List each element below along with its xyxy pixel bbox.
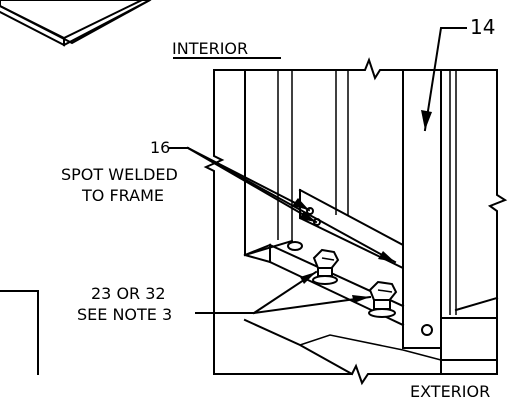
top-left-plate: [0, 0, 152, 47]
vertical-post-14: [402, 69, 499, 375]
arrowhead-icon: [352, 295, 370, 303]
frame-box: [203, 57, 508, 386]
interior-label: INTERIOR: [172, 39, 248, 58]
interior-label-group: INTERIOR: [172, 39, 281, 59]
left-panel-outline: [0, 290, 39, 375]
spot-welded-label-line2: TO FRAME: [81, 186, 164, 205]
callout-16: 16 SPOT WELDED TO FRAME: [61, 138, 397, 264]
arrowhead-icon: [292, 198, 309, 210]
bolt-top: [312, 248, 340, 285]
slot-hole-icon: [287, 241, 303, 251]
bolt-label-line2: SEE NOTE 3: [77, 305, 172, 324]
arrowhead-icon: [421, 110, 432, 130]
bolt-label-line1: 23 OR 32: [91, 284, 166, 303]
arrowhead-icon: [378, 251, 395, 262]
bolt-top-washer: [317, 267, 333, 277]
post-screw-icon: [421, 324, 433, 336]
callout-bolts: 23 OR 32 SEE NOTE 3: [77, 270, 372, 324]
bolt-bottom: [368, 280, 398, 318]
spot-welded-label-line1: SPOT WELDED: [61, 165, 178, 184]
arrowhead-icon: [300, 272, 316, 284]
bolt-bottom-washer: [373, 299, 391, 310]
arrowhead-icon: [299, 211, 316, 222]
callout-14-label: 14: [470, 15, 495, 39]
callout-16-label: 16: [150, 138, 170, 157]
callout-14: 14: [421, 15, 495, 132]
exterior-label-group: EXTERIOR: [410, 382, 490, 401]
exterior-label: EXTERIOR: [410, 382, 490, 401]
bottom-floor: [243, 318, 498, 376]
